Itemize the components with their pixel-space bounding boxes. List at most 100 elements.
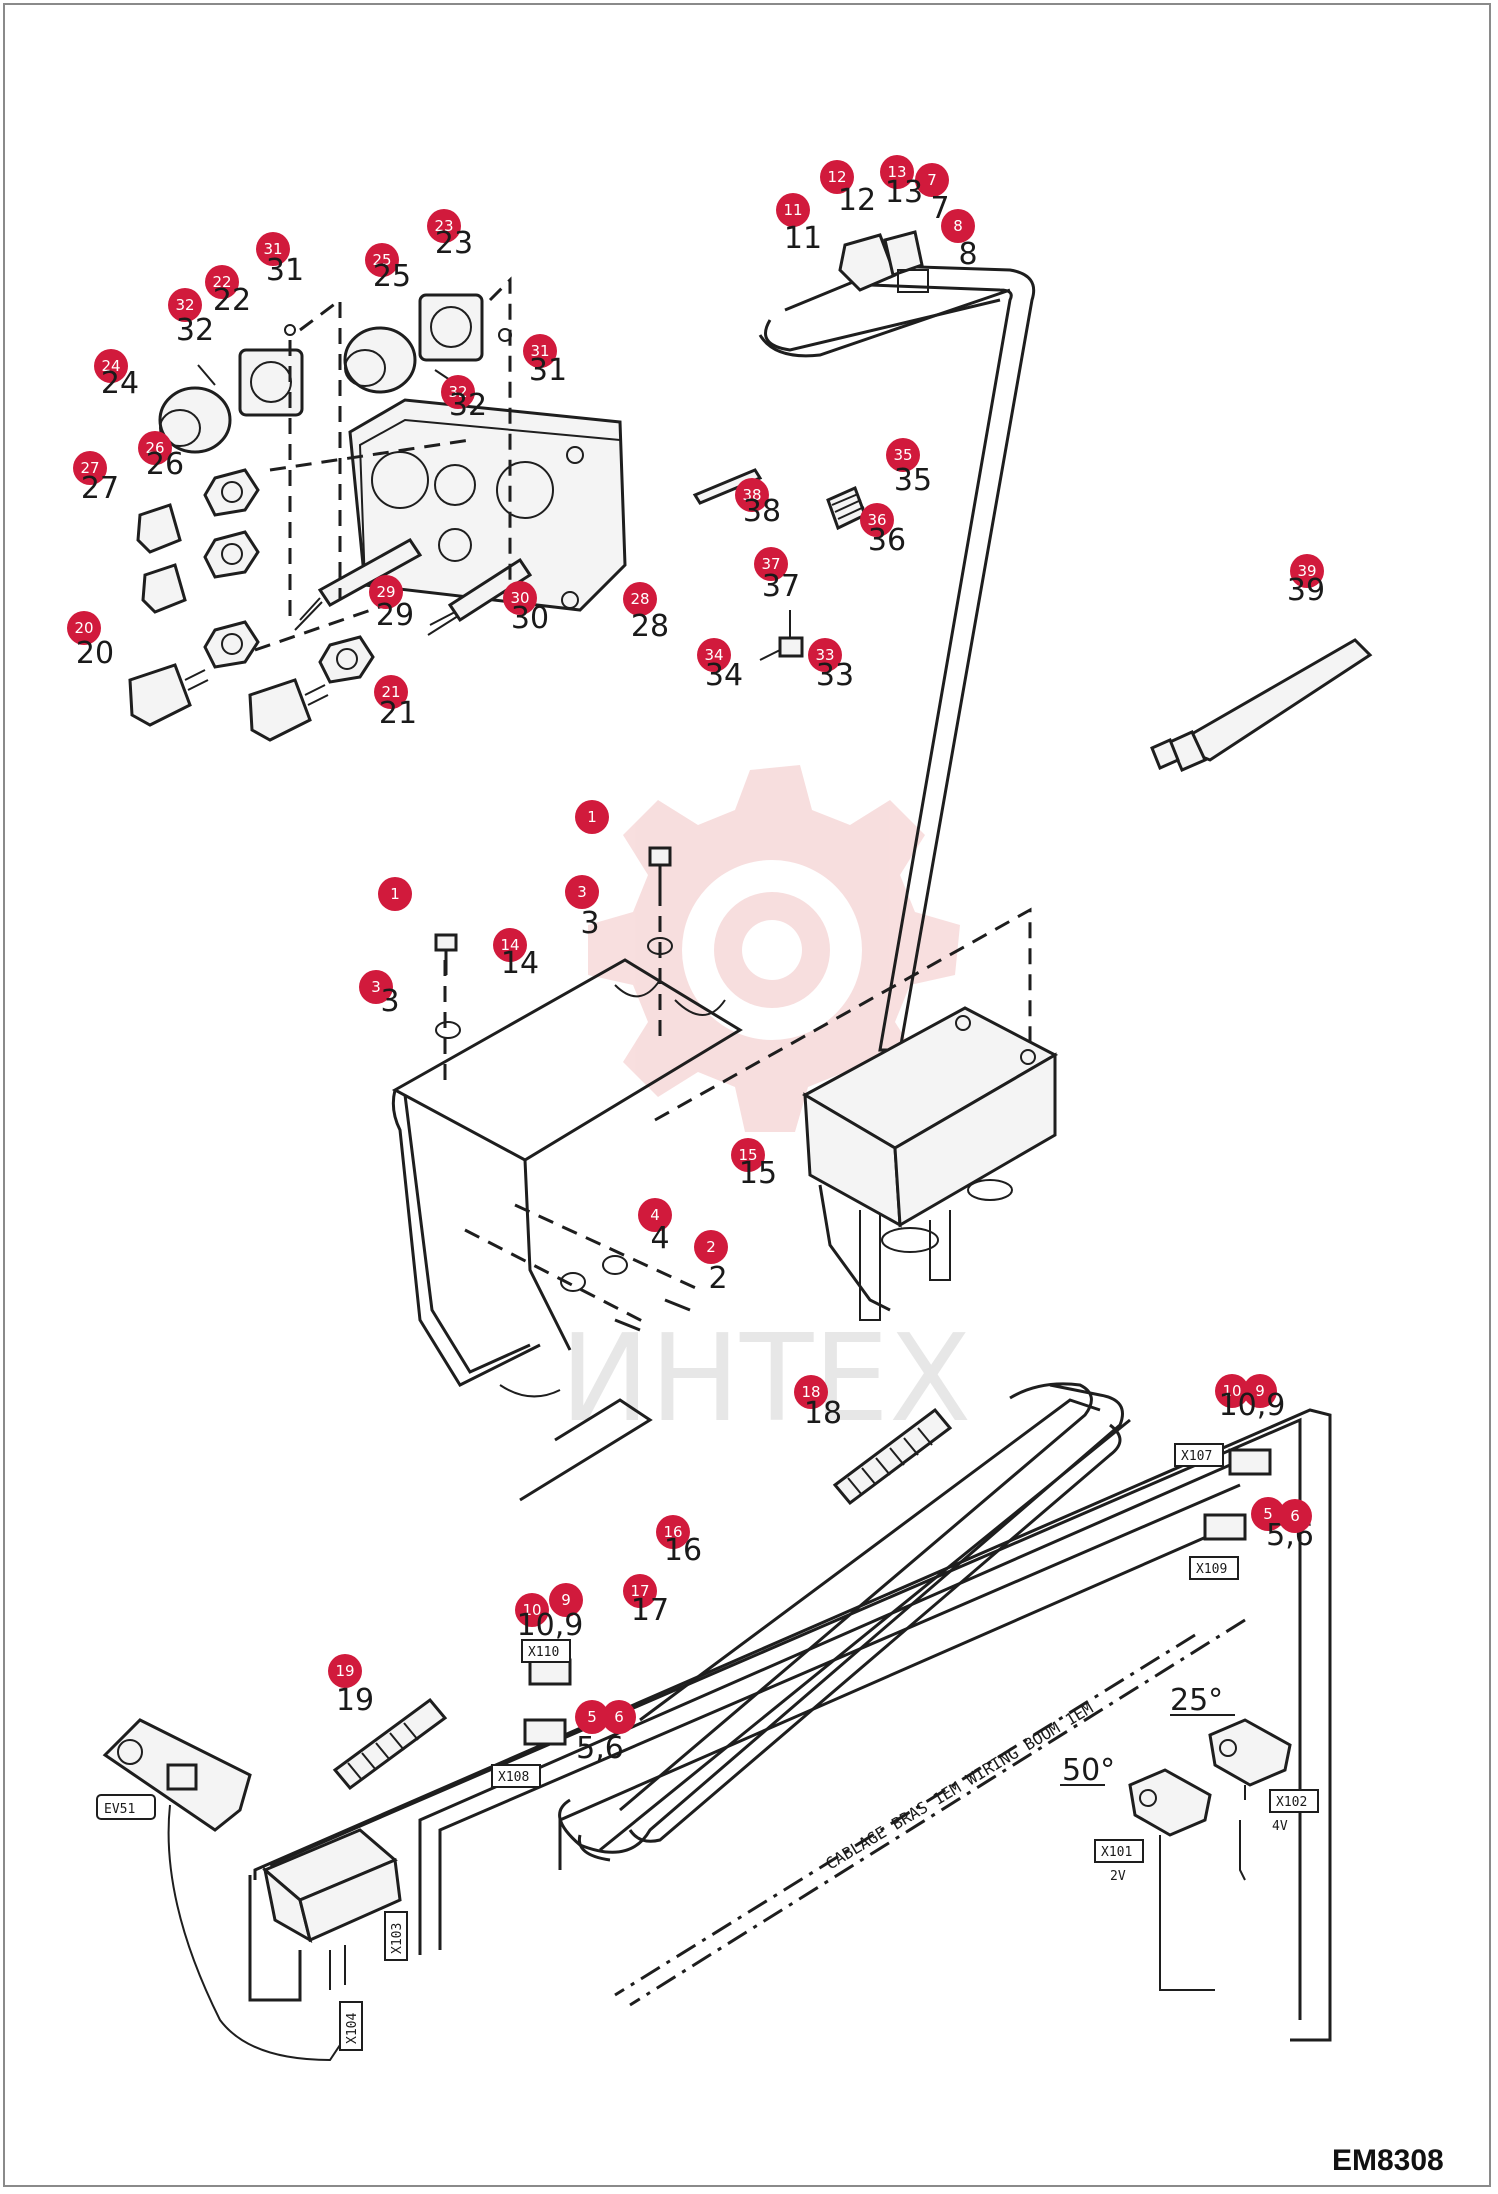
callout-badge-number: 19: [335, 1662, 354, 1680]
callout-part-number: 34: [705, 658, 743, 693]
callout-part-number: 39: [1287, 573, 1325, 608]
grease-tube-39: [1150, 638, 1373, 772]
callout-badge: [1243, 1374, 1277, 1408]
callout-badge-number: 15: [738, 1146, 757, 1164]
callout-badge: [503, 581, 537, 615]
callout-badge: [168, 288, 202, 322]
callout-part-number: 27: [81, 471, 119, 506]
callout-part-number: 35: [894, 463, 932, 498]
tag-x103: X103: [390, 1923, 405, 1954]
connector-5-6-upper: [1203, 1513, 1247, 1541]
callout-badge: [880, 155, 914, 189]
callout-badge-number: 37: [761, 555, 780, 573]
callout-badge-number: 5: [587, 1708, 597, 1726]
callout-badge-number: 28: [630, 590, 649, 608]
callout-badge-number: 36: [867, 511, 886, 529]
connector-10-9-lower: [528, 1658, 572, 1686]
callout-part-number: 22: [213, 283, 251, 318]
callout-badge: [754, 547, 788, 581]
clip-33: [759, 610, 804, 661]
callout-part-number: 10,9: [517, 1608, 584, 1643]
callout-badge: [365, 243, 399, 277]
callout-c2: 1: [378, 877, 412, 911]
callout-badge-number: 17: [630, 1582, 649, 1600]
drawing-frame: [3, 3, 1491, 2187]
watermark-logo: ИНТЕХ: [560, 765, 971, 1449]
callout-badge-number: 4: [650, 1206, 660, 1224]
callout-badge-number: 26: [145, 439, 164, 457]
callout-badge: [427, 209, 461, 243]
callout-badge-number: 7: [927, 171, 937, 189]
callout-part-number: 32: [176, 313, 214, 348]
callout-part-number: 31: [529, 353, 567, 388]
callout-badge: [820, 160, 854, 194]
callout-badge-number: 38: [742, 486, 761, 504]
callout-badge: [523, 334, 557, 368]
callout-part-number: 24: [101, 366, 139, 401]
callout-badge: [731, 1138, 765, 1172]
callout-badge: [73, 451, 107, 485]
callout-badge-number: 35: [893, 446, 912, 464]
callout-c1: 1: [575, 800, 609, 834]
callout-badge: [493, 928, 527, 962]
callout-badge: [776, 193, 810, 227]
callout-badge-number: 6: [1290, 1507, 1300, 1525]
connector-tags: EV51 X107 X109 X110 X108 X102 X101 X103 …: [96, 1443, 1319, 2051]
bracket-14: [391, 846, 1032, 1398]
callout-badge-number: 6: [614, 1708, 624, 1726]
callout-badge-number: 3: [577, 883, 587, 901]
callout-part-number: 25: [373, 259, 411, 294]
callout-badge: [808, 638, 842, 672]
callout-part-number: 31: [266, 253, 304, 288]
callout-badge-number: 5: [1263, 1505, 1273, 1523]
callout-badge-number: 33: [815, 646, 834, 664]
drawing-code: EM8308: [1332, 2144, 1444, 2177]
callout-part-number: 33: [816, 658, 854, 693]
callout-badge-number: 12: [827, 168, 846, 186]
callout-c9: 55,6: [575, 1700, 624, 1766]
callout-badge: [1278, 1499, 1312, 1533]
callout-c8: 6: [1278, 1499, 1312, 1533]
callout-part-number: 21: [379, 696, 417, 731]
callout-part-number: 16: [664, 1533, 702, 1568]
callout-part-number: 4: [650, 1221, 669, 1256]
callout-badge-number: 9: [1255, 1382, 1265, 1400]
callout-part-number: 37: [762, 569, 800, 604]
spring-18: [832, 1407, 953, 1506]
callout-badge: [359, 970, 393, 1004]
callout-badge-number: 24: [101, 357, 120, 375]
callout-badge: [256, 232, 290, 266]
callout-part-number: 10,9: [1219, 1388, 1286, 1423]
callout-badge: [378, 877, 412, 911]
callout-c13: 9: [1243, 1374, 1277, 1408]
callout-badge-number: 31: [263, 240, 282, 258]
callout-part-number: 15: [739, 1156, 777, 1191]
callout-badge: [1251, 1497, 1285, 1531]
callout-part-number: 19: [336, 1683, 374, 1718]
callout-badge: [638, 1198, 672, 1232]
valve-block-assembly: [128, 276, 627, 742]
callout-badge-number: 9: [561, 1591, 571, 1609]
callout-badge-number: 30: [510, 589, 529, 607]
callout-badge: [602, 1700, 636, 1734]
callout-badge: [441, 375, 475, 409]
spring-35: [826, 485, 867, 531]
callout-badge: [735, 478, 769, 512]
callout-badge-number: 13: [887, 163, 906, 181]
callout-c12: 88: [941, 209, 978, 272]
callout-badge-number: 27: [80, 459, 99, 477]
